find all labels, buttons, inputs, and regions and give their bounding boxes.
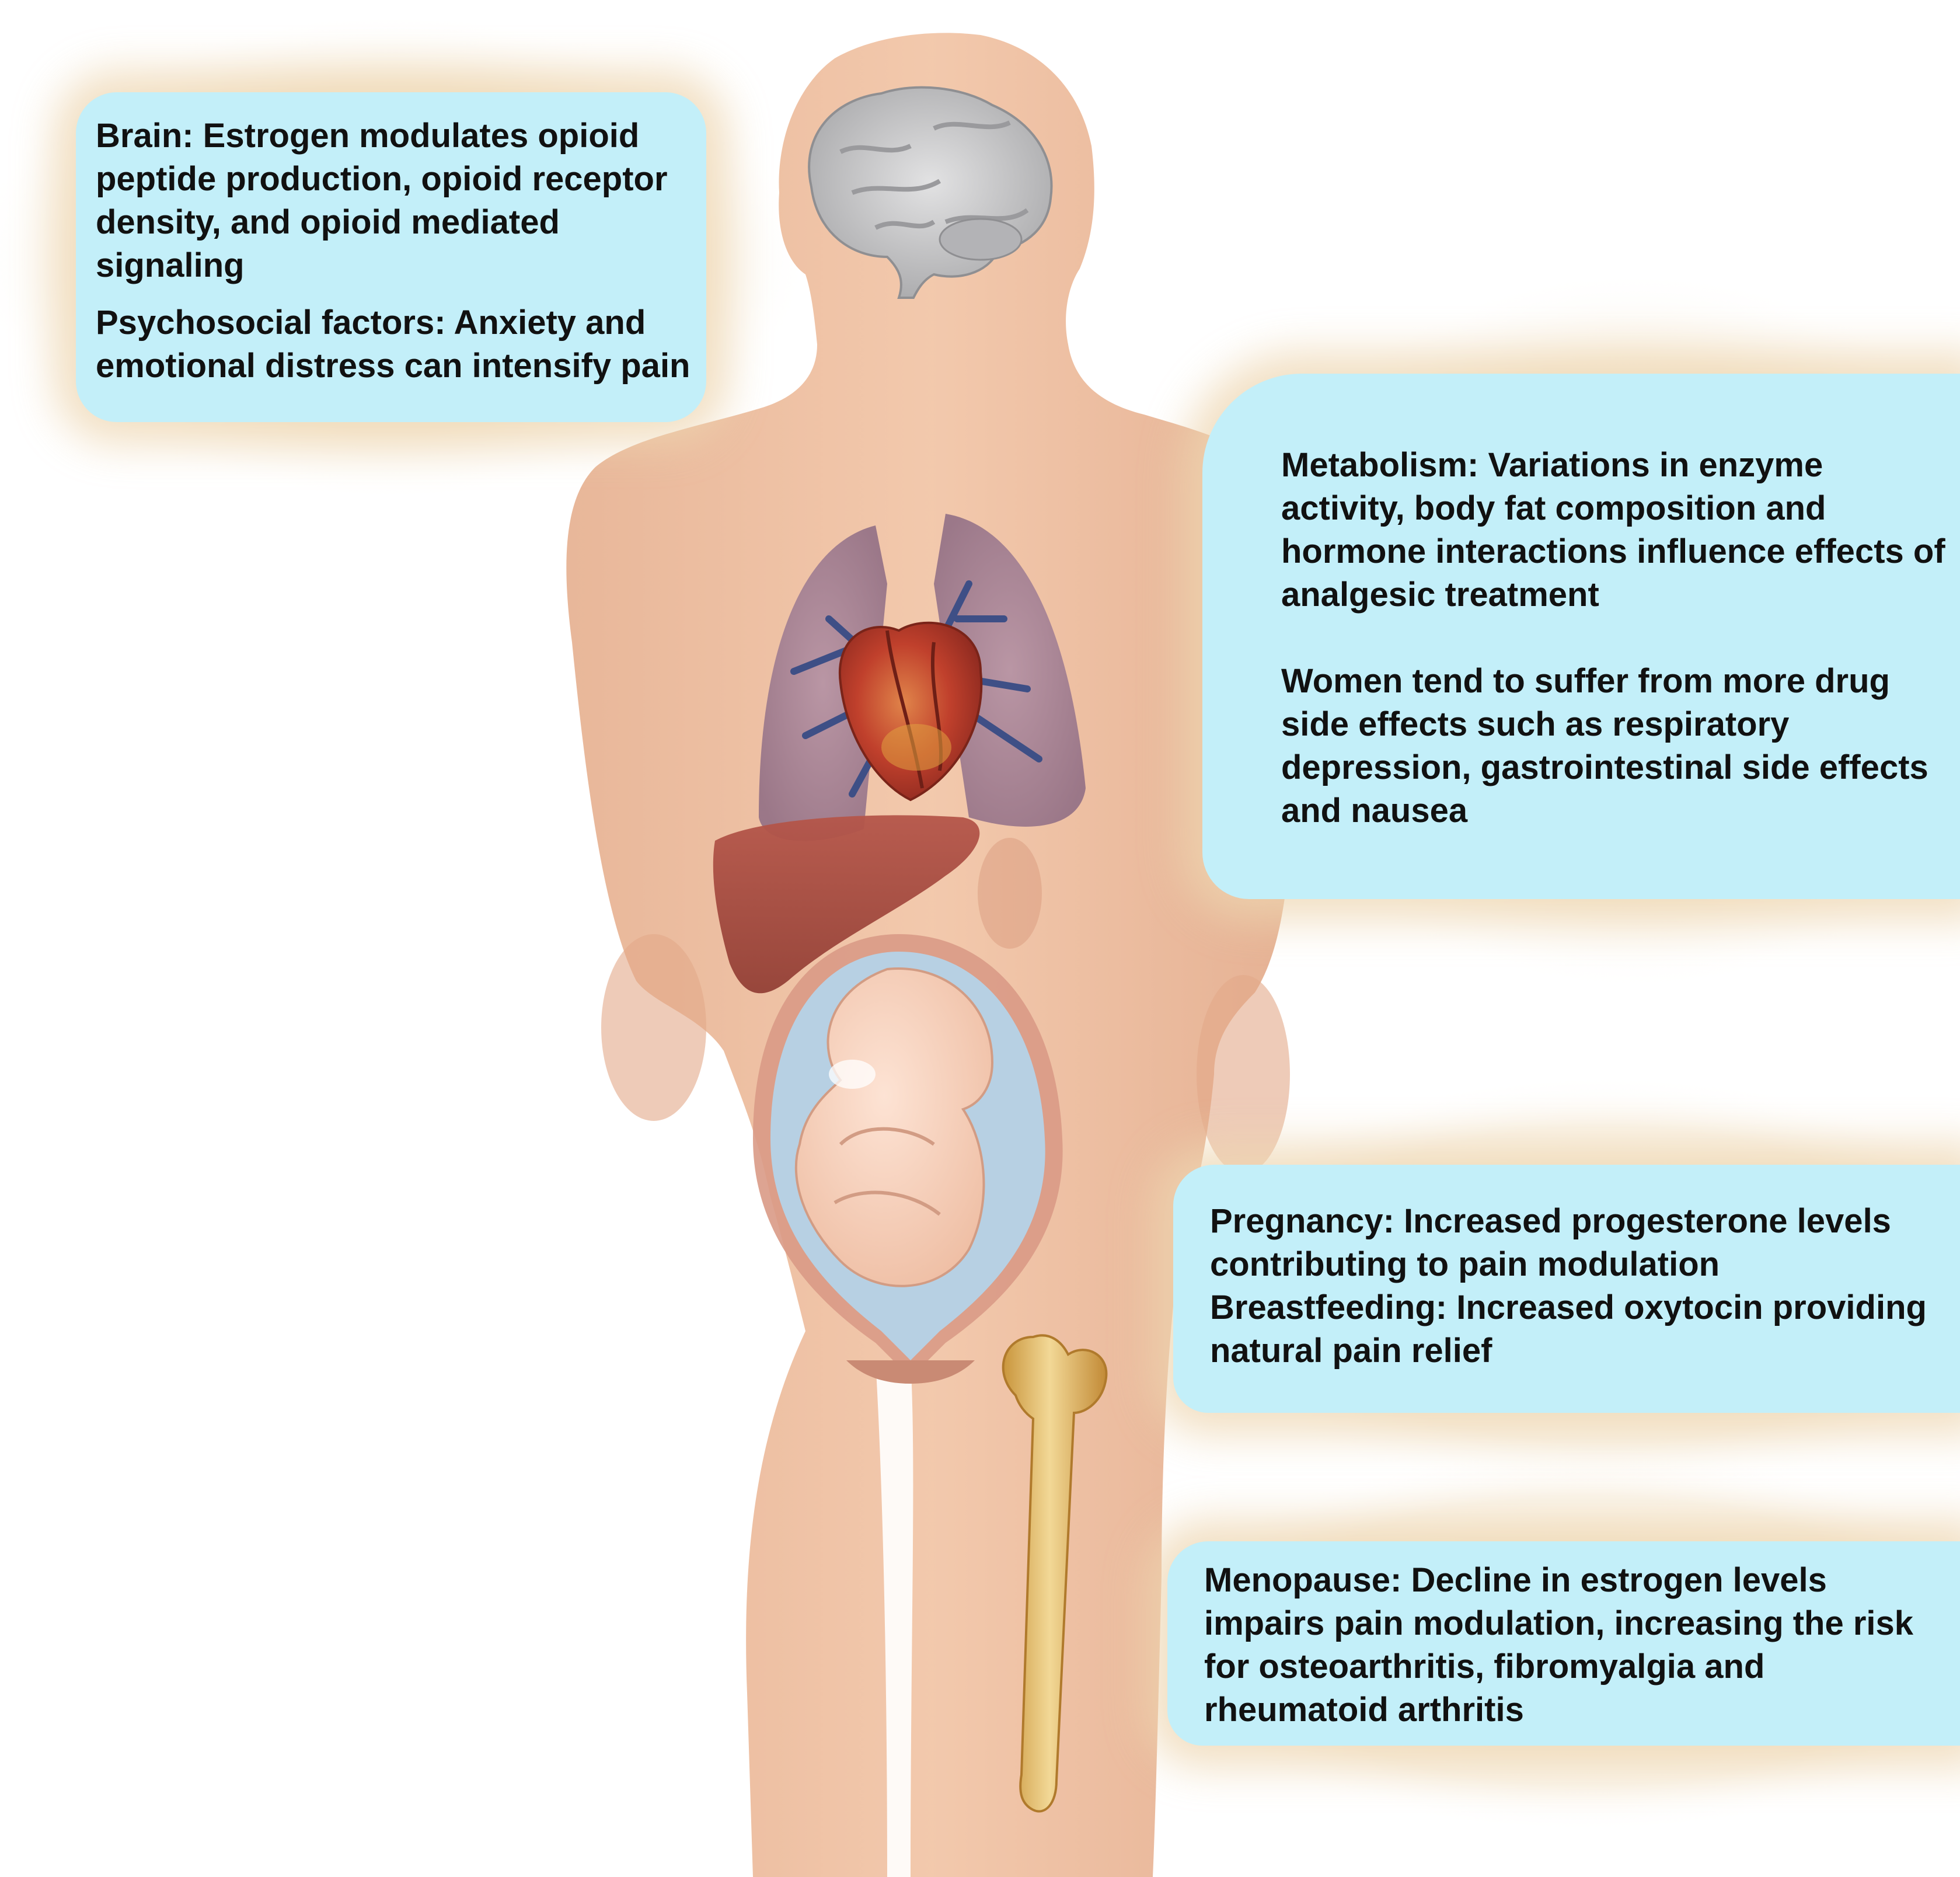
pregnancy-callout-text: Pregnancy: Increased progesterone levels… xyxy=(1210,1202,1891,1283)
brain-icon xyxy=(808,86,1053,299)
side-effects-callout-text: Women tend to suffer from more drug side… xyxy=(1281,662,1928,830)
brain-callout-text: Brain: Estrogen modulates opioid peptide… xyxy=(96,117,668,284)
menopause-callout: Menopause: Decline in estrogen levels im… xyxy=(1167,1541,1960,1746)
psychosocial-callout-text: Psychosocial factors: Anxiety and emotio… xyxy=(96,304,690,385)
heart-icon xyxy=(838,621,983,802)
brain-psychosocial-callout: Brain: Estrogen modulates opioid peptide… xyxy=(76,92,706,422)
fetus-icon xyxy=(794,967,994,1287)
menopause-callout-text: Menopause: Decline in estrogen levels im… xyxy=(1204,1561,1914,1729)
femur-bone-icon xyxy=(1002,1334,1108,1813)
breastfeeding-callout-text: Breastfeeding: Increased oxytocin provid… xyxy=(1210,1289,1927,1370)
kidney-icon xyxy=(978,838,1042,949)
pregnancy-callout: Pregnancy: Increased progesterone levels… xyxy=(1173,1165,1960,1413)
metabolism-callout: Metabolism: Variations in enzyme activit… xyxy=(1202,374,1960,899)
liver-icon xyxy=(713,815,980,994)
metabolism-callout-text: Metabolism: Variations in enzyme activit… xyxy=(1281,446,1945,614)
